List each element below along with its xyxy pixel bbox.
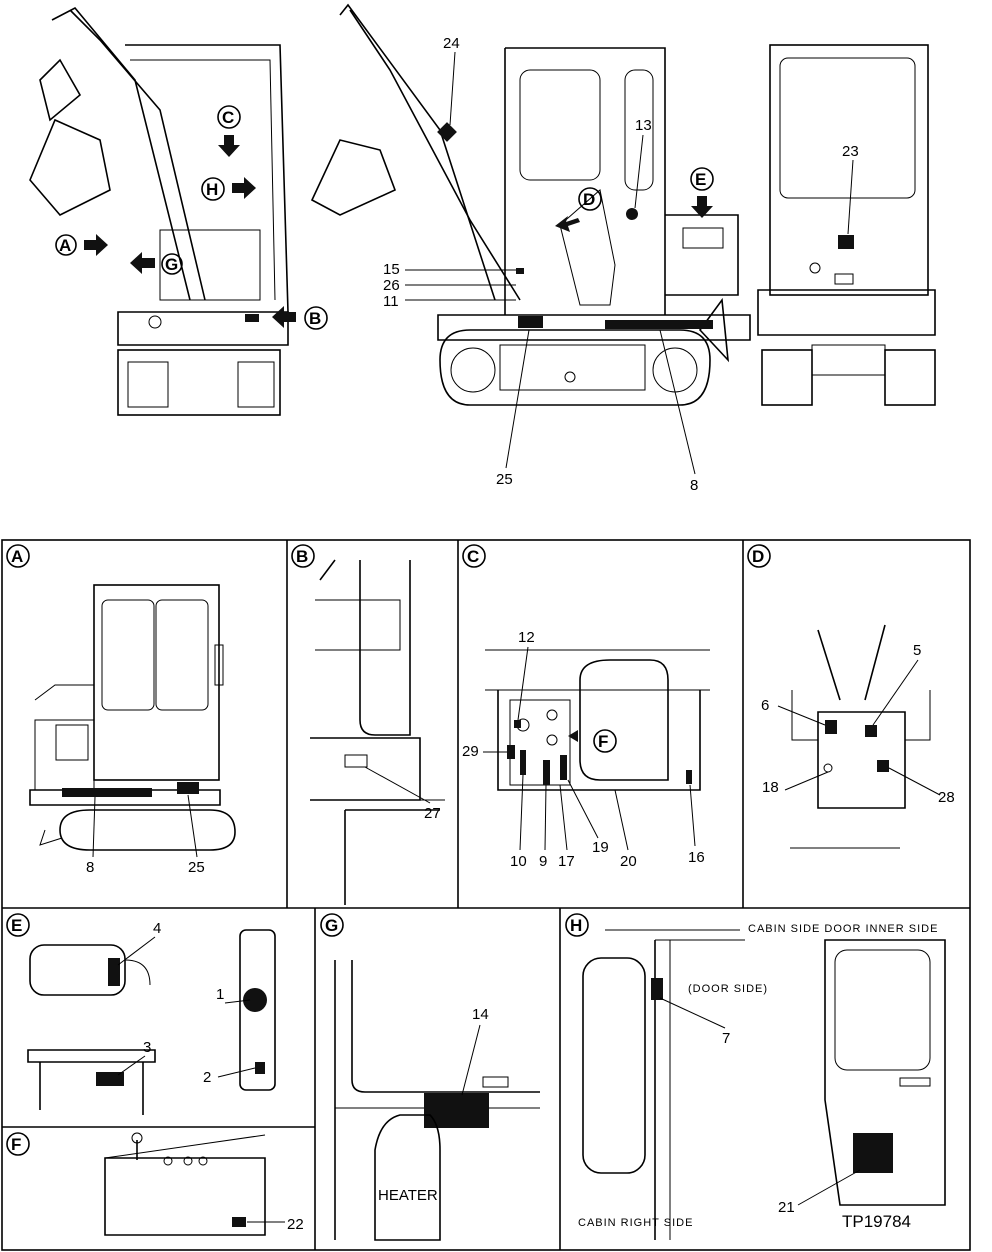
panel-C: C F 12 29 10 9 17 19 20 16 <box>462 544 710 870</box>
callout-2: 2 <box>203 1069 211 1086</box>
svg-text:A: A <box>11 547 23 566</box>
callout-19: 19 <box>592 839 609 856</box>
svg-text:D: D <box>752 547 764 566</box>
svg-text:C: C <box>467 547 479 566</box>
callout-5: 5 <box>913 642 921 659</box>
svg-text:B: B <box>296 547 308 566</box>
callout-4: 4 <box>153 920 161 937</box>
svg-text:G: G <box>165 255 178 274</box>
callout-26: 26 <box>383 277 400 294</box>
figure-id: TP19784 <box>842 1212 911 1231</box>
callout-15: 15 <box>383 261 400 278</box>
callout-23: 23 <box>842 143 859 160</box>
callout-11: 11 <box>383 293 399 310</box>
callout-A-25: 25 <box>188 859 205 876</box>
svg-text:B: B <box>309 309 321 328</box>
arrow-C: C <box>217 105 241 157</box>
heater-label: HEATER <box>378 1187 438 1204</box>
callout-18: 18 <box>762 779 779 796</box>
arrow-H: H <box>201 177 256 201</box>
overview-callouts: 24 13 15 26 11 25 8 <box>383 35 698 494</box>
callout-16: 16 <box>688 849 705 866</box>
callout-20: 20 <box>620 853 637 870</box>
svg-text:G: G <box>325 916 338 935</box>
callout-28: 28 <box>938 789 955 806</box>
caption-cabin-side-door-inner-side: CABIN SIDE DOOR INNER SIDE <box>748 923 938 935</box>
caption-door-side: (DOOR SIDE) <box>688 983 768 995</box>
callout-24: 24 <box>443 35 460 52</box>
callout-22: 22 <box>287 1216 304 1233</box>
callout-21: 21 <box>778 1199 795 1216</box>
svg-text:A: A <box>59 236 71 255</box>
callout-8: 8 <box>690 477 698 494</box>
svg-text:H: H <box>570 916 582 935</box>
arrow-B: B <box>272 306 328 330</box>
svg-text:F: F <box>11 1135 21 1154</box>
callout-6: 6 <box>761 697 769 714</box>
panel-B: B 27 <box>291 544 445 905</box>
panel-D: D 5 6 18 28 <box>747 544 955 849</box>
callout-3: 3 <box>143 1039 151 1056</box>
inner-ref-F: F <box>598 732 608 751</box>
panel-H: H CABIN SIDE DOOR INNER SIDE (DOOR SIDE)… <box>565 913 946 1240</box>
arrow-E: E <box>690 167 714 218</box>
arrow-A: A <box>55 234 108 256</box>
callout-A-8: 8 <box>86 859 94 876</box>
svg-text:E: E <box>695 170 706 189</box>
arrow-G: G <box>130 252 183 275</box>
callout-9: 9 <box>539 853 547 870</box>
svg-text:C: C <box>222 108 234 127</box>
callout-27: 27 <box>424 805 441 822</box>
callout-1: 1 <box>216 986 224 1003</box>
callout-29: 29 <box>462 743 479 760</box>
callout-14: 14 <box>472 1006 489 1023</box>
panel-E: E 4 3 1 2 <box>6 913 276 1115</box>
front-view-machine <box>29 6 289 416</box>
svg-text:E: E <box>11 916 22 935</box>
svg-text:D: D <box>583 190 595 209</box>
panel-grid <box>1 539 971 1251</box>
panel-F: F 22 <box>6 1132 304 1236</box>
panel-G: G HEATER 14 <box>320 913 540 1241</box>
arrow-D: D <box>555 187 602 232</box>
callout-7: 7 <box>722 1030 730 1047</box>
panel-A: A 8 25 <box>6 544 236 876</box>
caption-cabin-right-side: CABIN RIGHT SIDE <box>578 1217 693 1229</box>
callout-10: 10 <box>510 853 527 870</box>
callout-12: 12 <box>518 629 535 646</box>
side-view-machine <box>310 3 751 406</box>
callout-13: 13 <box>635 117 652 134</box>
svg-text:H: H <box>206 180 218 199</box>
rear-view-machine: 23 <box>757 44 936 406</box>
callout-17: 17 <box>558 853 575 870</box>
callout-25: 25 <box>496 471 513 488</box>
